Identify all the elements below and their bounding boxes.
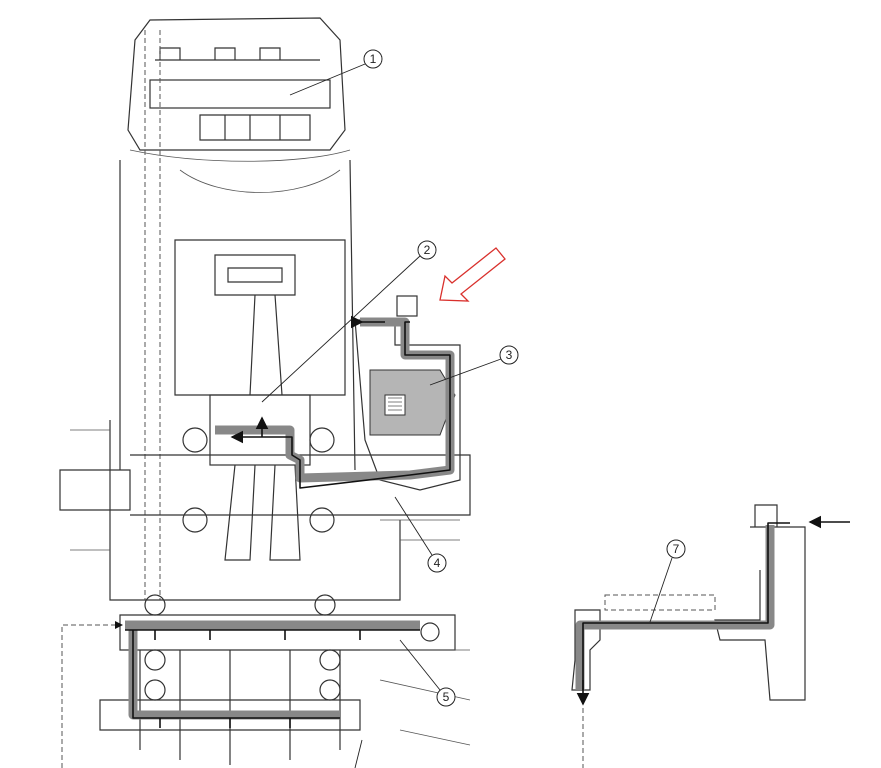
transmission [99, 614, 471, 765]
callout-4: 4 [394, 496, 447, 573]
indicator-arrow [439, 247, 506, 302]
callout-5: 5 [399, 639, 456, 707]
callout-label: 1 [370, 52, 377, 66]
callout-1: 1 [289, 49, 383, 96]
cylinder-block [119, 30, 356, 600]
oil-line-detail [571, 504, 850, 768]
oil-flow-path [61, 315, 455, 768]
callout-leader-offscreen [354, 739, 363, 768]
cylinder-head [127, 17, 351, 162]
callout-label: 5 [443, 690, 450, 704]
callout-7: 7 [649, 539, 686, 623]
callout-label: 4 [434, 556, 441, 570]
callout-label: 7 [673, 542, 680, 556]
callout-label: 3 [506, 348, 513, 362]
crankcase [59, 394, 471, 616]
callout-3: 3 [429, 345, 519, 386]
callout-2: 2 [261, 240, 437, 403]
callout-label: 2 [424, 243, 431, 257]
